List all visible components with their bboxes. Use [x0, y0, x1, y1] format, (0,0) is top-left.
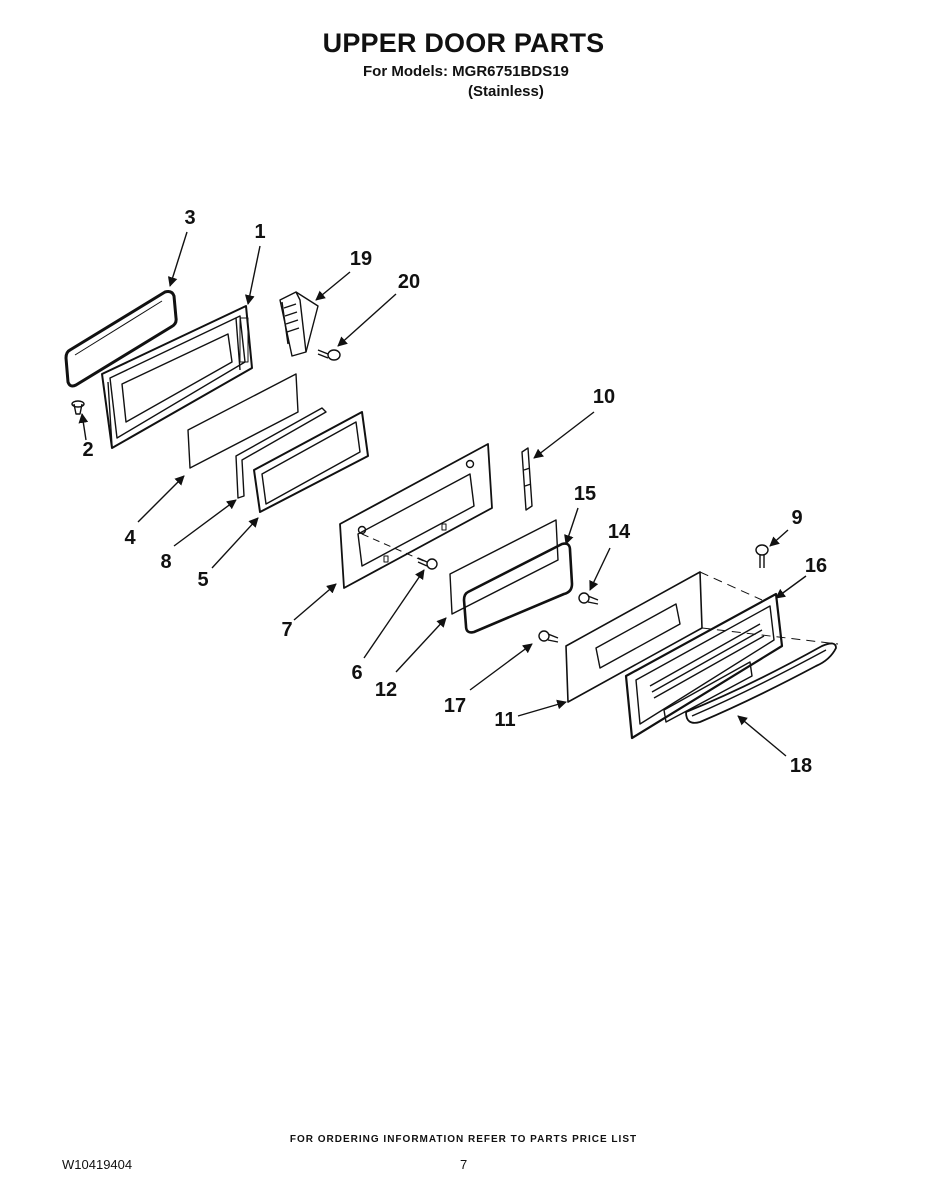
part-16-outer-door — [624, 592, 784, 740]
callout-17: 17 — [444, 695, 466, 717]
assembly-dash-line-top — [699, 571, 763, 601]
part-12-glass — [449, 519, 559, 615]
part-10-latch-bracket — [521, 447, 533, 511]
part-4-inner-glass — [187, 373, 299, 469]
assembly-dash-line-bottom — [701, 627, 839, 645]
callout-5: 5 — [197, 569, 208, 591]
callout-19: 19 — [350, 248, 372, 270]
ordering-note: FOR ORDERING INFORMATION REFER TO PARTS … — [289, 1134, 638, 1145]
callout-20: 20 — [398, 271, 420, 293]
part-1-inner-frame — [101, 305, 253, 449]
part-9-screw — [755, 544, 769, 568]
callout-leaders — [78, 231, 807, 757]
callout-9: 9 — [791, 507, 802, 529]
part-17-screw — [538, 630, 559, 643]
callout-15: 15 — [574, 483, 596, 505]
page-number: 7 — [460, 1157, 468, 1172]
part-14-screw — [578, 592, 599, 605]
model-variant: (Stainless) — [468, 83, 544, 100]
part-8-spacer — [235, 407, 327, 499]
callout-6: 6 — [351, 662, 362, 684]
callout-18: 18 — [790, 755, 812, 777]
callout-10: 10 — [593, 386, 615, 408]
callout-12: 12 — [375, 679, 397, 701]
part-2-screw — [71, 400, 85, 415]
document-number: W10419404 — [62, 1157, 133, 1172]
part-20-screw — [317, 349, 341, 361]
part-5-glass-pack — [253, 411, 369, 513]
callout-16: 16 — [805, 555, 827, 577]
part-18-handle — [685, 642, 837, 724]
callout-11: 11 — [494, 709, 515, 731]
part-3-gasket — [64, 290, 178, 388]
model-line: For Models: MGR6751BDS19 — [363, 63, 569, 80]
callout-3: 3 — [184, 207, 195, 229]
callout-14: 14 — [608, 521, 631, 543]
part-19-hinge — [279, 291, 319, 357]
part-7-liner-panel — [339, 443, 493, 589]
callout-2: 2 — [82, 439, 93, 461]
callout-8: 8 — [160, 551, 171, 573]
part-15-gasket — [462, 542, 574, 634]
callout-4: 4 — [124, 527, 136, 549]
callout-7: 7 — [281, 619, 292, 641]
page-title: UPPER DOOR PARTS — [322, 28, 605, 58]
callout-1: 1 — [254, 221, 265, 243]
